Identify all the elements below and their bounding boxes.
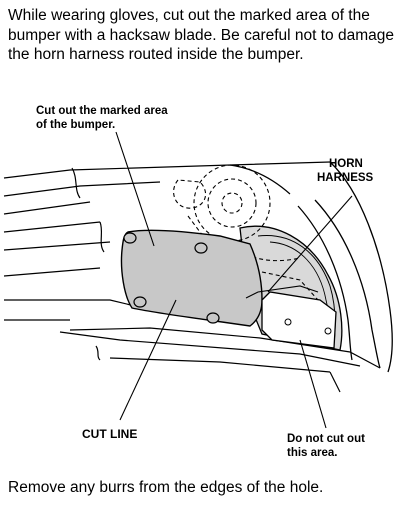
callout-do-not-cut: Do not cut out this area.	[287, 432, 365, 460]
marked-cut-area	[120, 229, 263, 327]
callout-text: HARNESS	[317, 172, 374, 184]
callout-text: this area.	[287, 447, 338, 459]
leader-lines	[115, 131, 353, 429]
callout-text: Do not cut out	[287, 433, 365, 445]
instruction-text: While wearing gloves, cut out the marked…	[8, 7, 395, 63]
callout-horn-harness: HORN HARNESS	[317, 157, 373, 185]
bumper-front-edge	[297, 161, 393, 373]
callout-text: of the bumper.	[36, 119, 116, 131]
callout-text: HORN	[329, 158, 363, 170]
bumper-illustration	[3, 131, 393, 429]
callout-cut-marked-area: Cut out the marked area of the bumper.	[36, 104, 168, 132]
callout-text: Cut out the marked area	[36, 105, 168, 117]
horn-harness-cable	[245, 285, 319, 299]
lower-folds	[59, 331, 361, 393]
callout-cut-line: CUT LINE	[82, 427, 138, 441]
do-not-cut-area	[261, 291, 337, 349]
followup-instruction: Remove any burrs from the edges of the h…	[8, 479, 324, 496]
